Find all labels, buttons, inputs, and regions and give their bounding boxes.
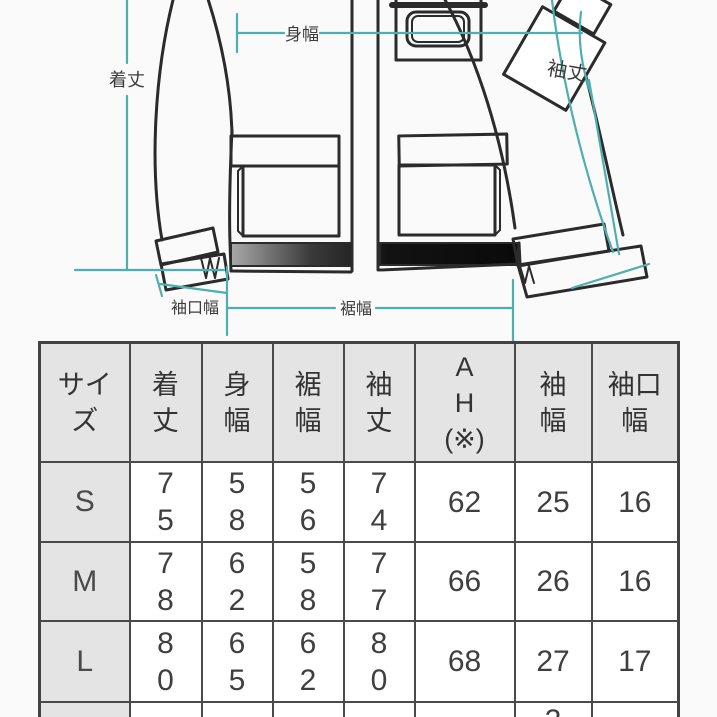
col-header-body-width: 身 幅 [200,341,274,463]
jacket-outline [153,0,649,299]
sleeve-width-cell: 2 [513,701,593,717]
jacket-diagram-svg: 着丈 身幅 袖丈 袖口幅 裾幅 [73,0,651,341]
size-cell: M [38,541,131,622]
armhole-cell: 68 [413,620,516,703]
armhole-cell: 62 [413,461,516,543]
hem-width-dimension-label: 裾幅 [340,300,372,318]
size-cell: L [38,620,131,703]
length-cell: 80 [128,620,203,703]
col-header-sleeve-width: 袖 幅 [513,341,593,463]
sleeve-length-cell: 77 [342,541,416,622]
length-cell: 75 [128,461,203,543]
hem-width-cell: 58 [271,541,345,622]
body-width-dimension-label: 身幅 [285,25,319,44]
cuff-width-cell [590,701,680,717]
col-header-size: サイ ズ [38,341,131,463]
col-header-cuff-width: 袖口 幅 [590,341,680,463]
table-row-size-m: M 78 62 58 77 66 26 16 [38,541,680,622]
length-cell: 78 [128,541,203,622]
length-cell [128,701,203,717]
cuff-width-cell: 17 [590,620,680,703]
table-header-row: サイ ズ 着 丈 身 幅 裾 幅 袖 丈 A H (※) [38,341,680,463]
size-cell [38,701,131,717]
length-dimension-label: 着丈 [109,70,145,90]
table-row-size-l: L 80 65 62 80 68 27 17 [38,620,680,703]
armhole-cell: 66 [413,541,516,622]
col-header-hem-width: 裾 幅 [271,341,345,463]
cuff-width-cell: 16 [590,541,680,622]
size-cell: S [38,461,131,543]
body-width-cell: 62 [200,541,274,622]
armhole-cell [413,701,516,717]
body-width-cell [200,701,274,717]
sleeve-length-cell [342,701,416,717]
col-header-sleeve-length: 袖 丈 [342,341,416,463]
cuff-width-cell: 16 [590,461,680,543]
body-width-cell: 65 [200,620,274,703]
body-width-cell: 58 [200,461,274,543]
sleeve-width-cell: 27 [513,620,593,703]
cuff-width-dimension-label: 袖口幅 [171,299,219,317]
col-header-armhole: A H (※) [413,341,516,463]
size-spec-table: サイ ズ 着 丈 身 幅 裾 幅 袖 丈 A H (※) [38,341,680,717]
sleeve-width-cell: 26 [513,541,593,622]
table-row-partial: 2 [38,701,680,717]
jacket-measurement-diagram: 着丈 身幅 袖丈 袖口幅 裾幅 [0,0,717,341]
hem-width-cell [271,701,345,717]
table-row-size-s: S 75 58 56 74 62 25 16 [38,461,680,543]
sleeve-length-cell: 80 [342,620,416,703]
sleeve-length-cell: 74 [342,461,416,543]
col-header-length: 着 丈 [128,341,203,463]
sleeve-width-cell: 25 [513,461,593,543]
hem-width-cell: 62 [271,620,345,703]
hem-width-cell: 56 [271,461,345,543]
dimension-lines [73,0,651,341]
